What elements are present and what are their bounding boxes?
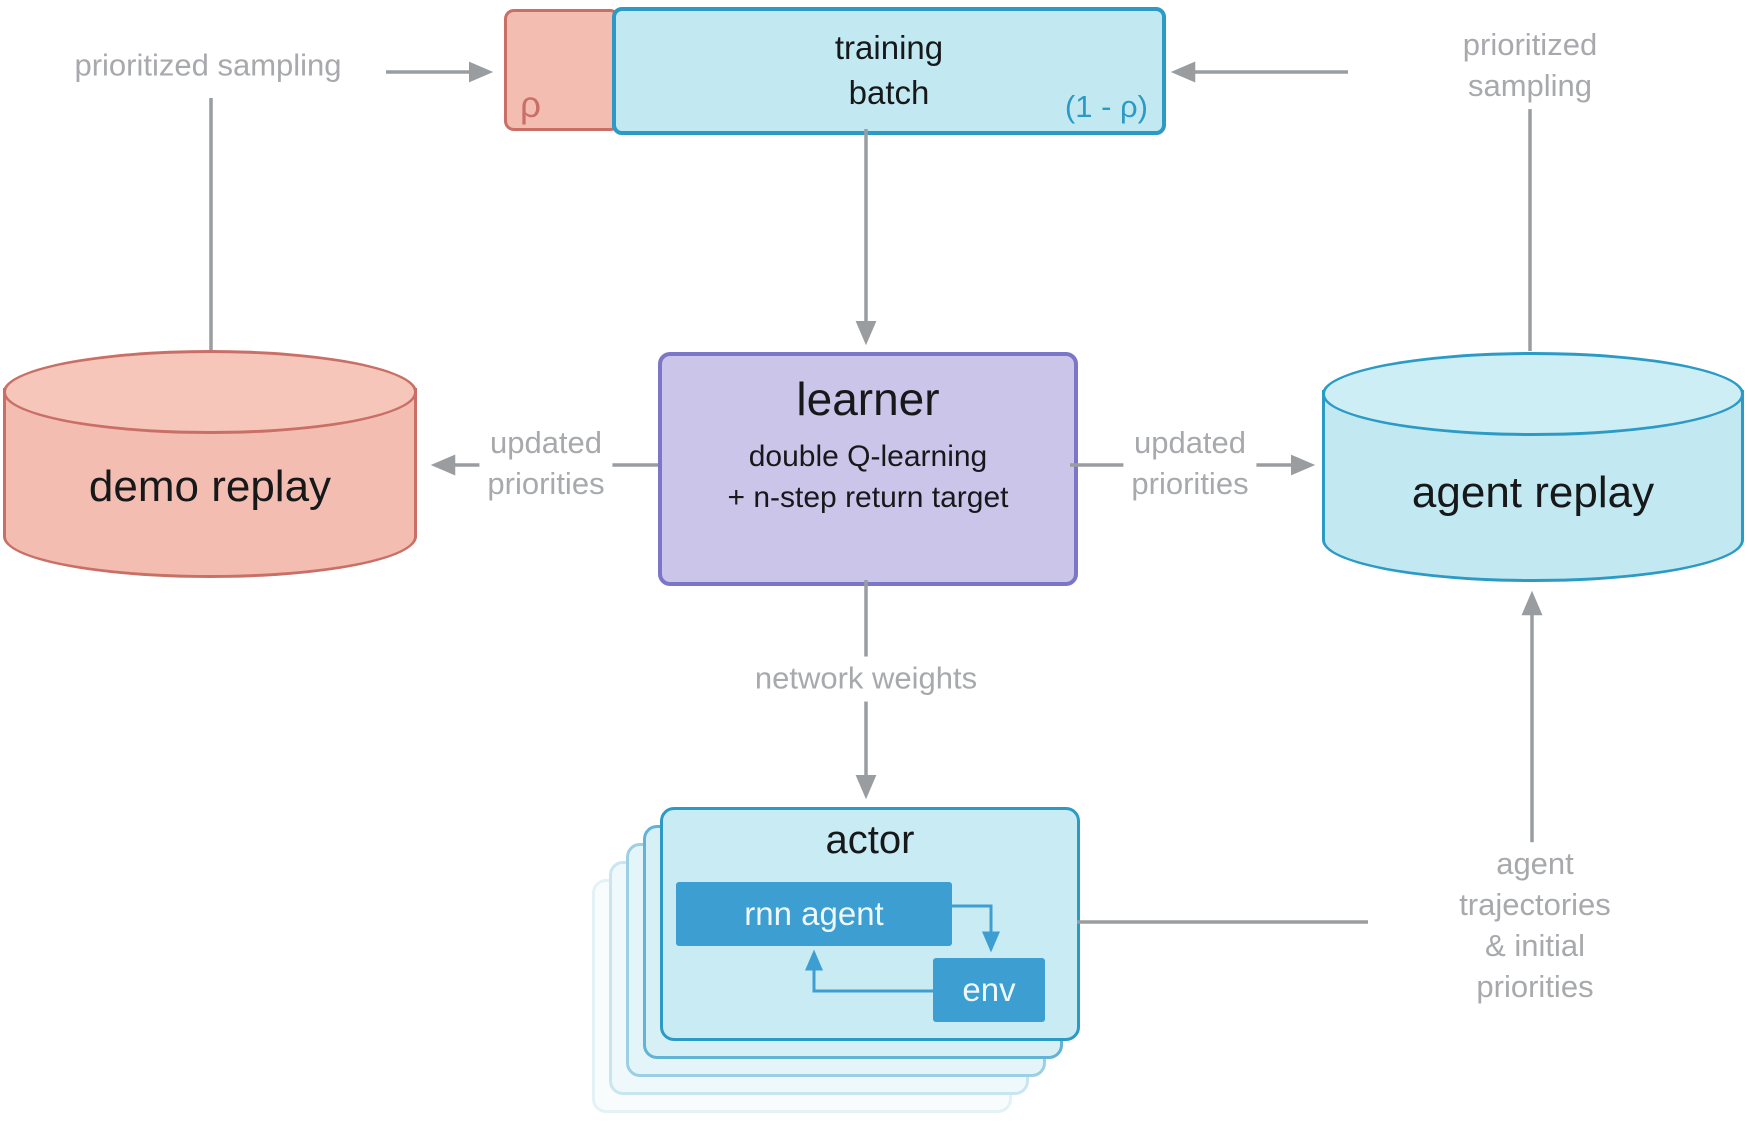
learner-box: learner double Q-learning + n-step retur… <box>658 352 1078 586</box>
network-weights-label: network weights <box>746 656 986 702</box>
training-batch-label: training batch <box>834 29 944 111</box>
learner-title: learner <box>796 373 940 425</box>
demo-replay-cylinder-cap <box>3 350 417 434</box>
learner-subtitle: double Q-learning + n-step return target <box>727 440 1009 515</box>
agent-trajectories-label: agent trajectories & initial priorities <box>1428 842 1642 1010</box>
updated-priorities-left-label: updated priorities <box>479 421 613 507</box>
actor-title: actor <box>825 818 915 862</box>
prioritized-sampling-right-label: prioritized sampling <box>1421 23 1639 109</box>
prioritized-sampling-left-label: prioritized sampling <box>66 43 350 89</box>
training-batch-box: training batch (1 - ρ) <box>612 7 1166 135</box>
one-minus-rho-label: (1 - ρ) <box>1064 89 1148 124</box>
agent-replay-label: agent replay <box>1411 468 1655 517</box>
rnn-agent-label: rnn agent <box>744 895 884 932</box>
env-box: env <box>933 958 1045 1022</box>
updated-priorities-right-label: updated priorities <box>1123 421 1257 507</box>
agent-replay-cylinder-cap <box>1322 352 1744 436</box>
demo-fraction-box: ρ <box>504 9 620 131</box>
rho-label: ρ <box>520 84 542 125</box>
env-label: env <box>962 971 1016 1008</box>
demo-replay-label: demo replay <box>88 462 332 511</box>
demo-replay-cylinder: demo replay <box>3 350 417 578</box>
rnn-agent-box: rnn agent <box>676 882 952 946</box>
agent-replay-cylinder: agent replay <box>1322 352 1744 582</box>
